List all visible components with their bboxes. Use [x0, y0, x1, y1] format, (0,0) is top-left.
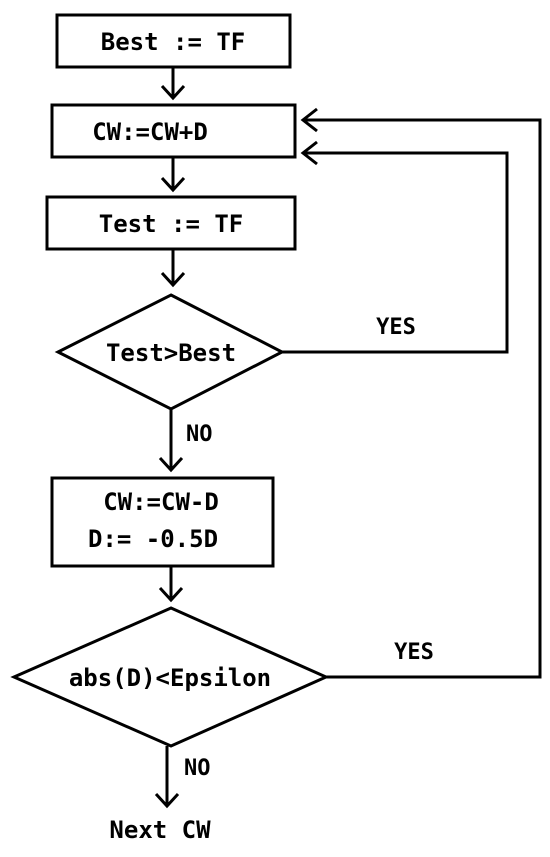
- compare-label: Test>Best: [106, 339, 236, 367]
- test-label: Test := TF: [99, 210, 244, 238]
- adjust-label-line1: CW:=CW-D: [103, 488, 219, 516]
- converge-yes-label: YES: [394, 640, 434, 665]
- increment-box: [50, 103, 297, 159]
- init-label: Best := TF: [101, 28, 246, 56]
- arrow-compare-no: [158, 409, 184, 473]
- increment-label: CW:=CW+D: [92, 118, 208, 146]
- arrow-adjust-to-converge: [158, 566, 184, 603]
- end-label: Next CW: [109, 816, 211, 844]
- adjust-box: [50, 476, 275, 568]
- converge-label: abs(D)<Epsilon: [69, 664, 271, 692]
- compare-yes-label: YES: [376, 315, 416, 340]
- arrow-test-to-compare: [160, 249, 186, 288]
- compare-no-label: NO: [186, 422, 213, 447]
- init-box: [55, 13, 292, 69]
- converge-no-label: NO: [184, 756, 211, 781]
- test-box: [45, 195, 297, 251]
- adjust-label-line2: D:= -0.5D: [88, 525, 218, 553]
- arrow-increment-to-test: [160, 157, 186, 193]
- arrow-init-to-increment: [160, 67, 186, 101]
- arrow-compare-yes-loop: [282, 140, 509, 354]
- arrow-converge-yes-loop: [300, 107, 542, 679]
- arrow-converge-no: [154, 746, 180, 809]
- converge-diamond: [10, 606, 330, 748]
